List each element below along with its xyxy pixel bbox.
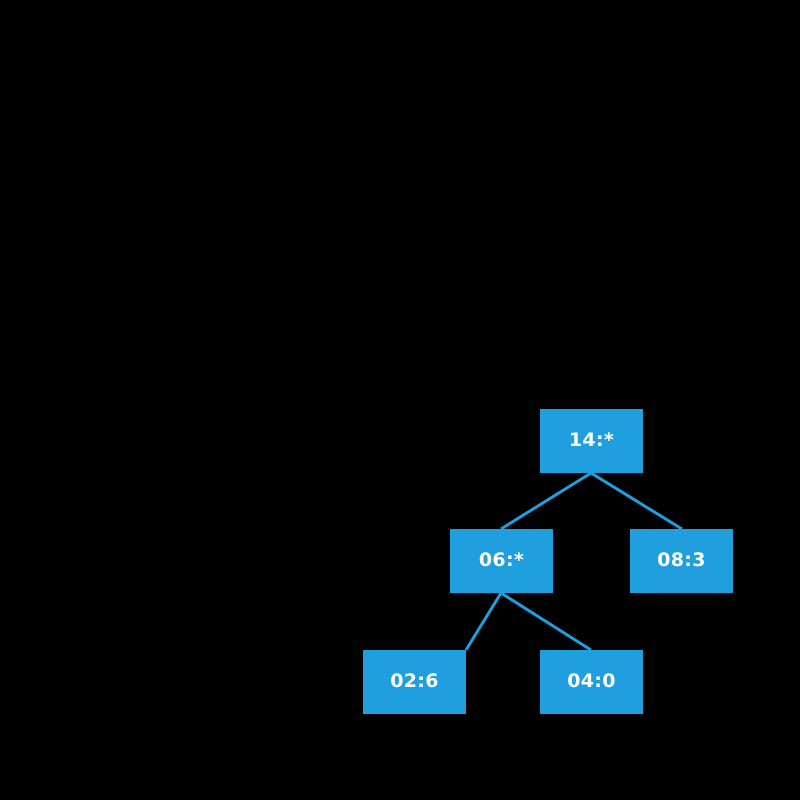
tree-node-label: 06:* — [478, 548, 525, 571]
tree-node-label: 14:* — [568, 428, 615, 451]
tree-node-label: 04:0 — [567, 669, 616, 692]
tree-node-label: 08:3 — [657, 548, 706, 571]
tree-node-root[interactable]: 14:* — [540, 409, 643, 473]
tree-node-label: 02:6 — [390, 669, 439, 692]
tree-edge-06-to-02 — [464, 592, 503, 651]
tree-edge-06-to-04 — [500, 591, 592, 652]
tree-node-02[interactable]: 02:6 — [363, 650, 466, 714]
tree-node-06[interactable]: 06:* — [450, 529, 553, 593]
tree-edge-root-to-06 — [500, 471, 592, 531]
tree-edge-root-to-08 — [590, 471, 683, 531]
tree-node-08[interactable]: 08:3 — [630, 529, 733, 593]
tree-node-04[interactable]: 04:0 — [540, 650, 643, 714]
